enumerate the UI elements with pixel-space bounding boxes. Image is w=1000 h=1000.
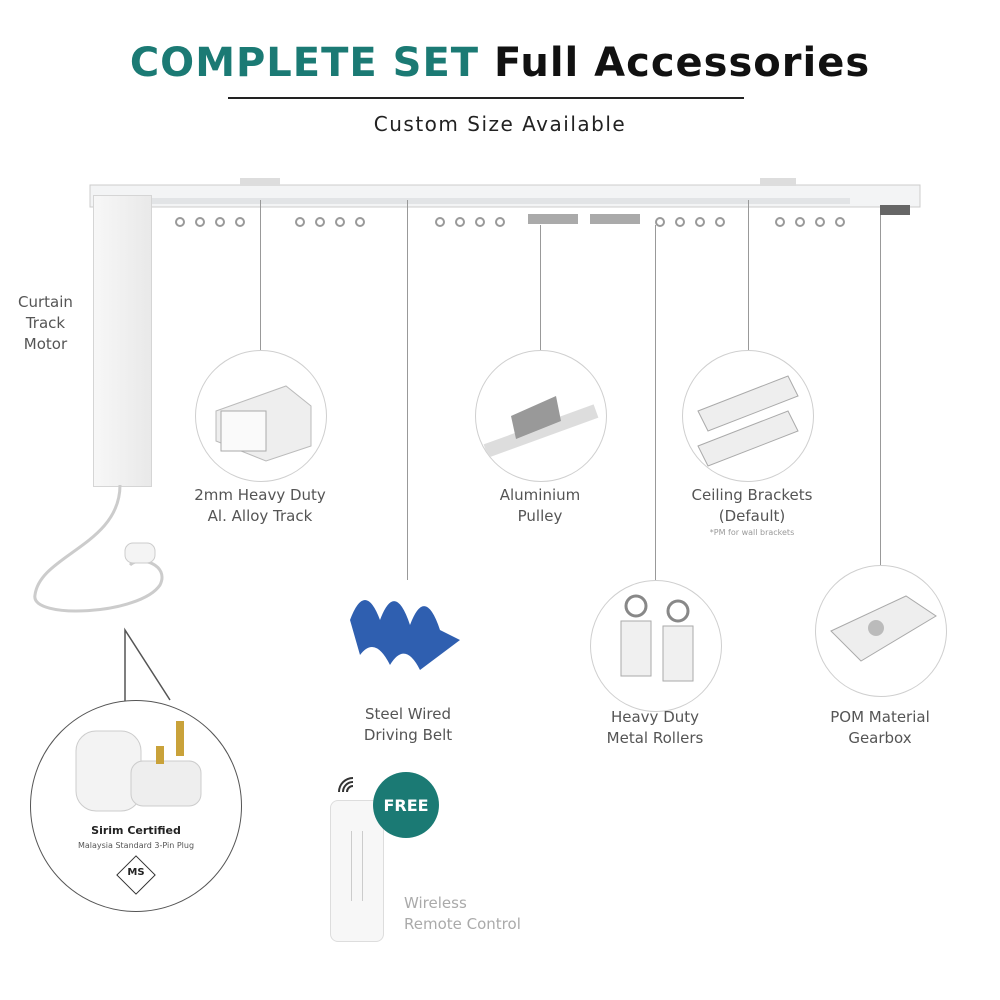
brackets-note: *PM for wall brackets bbox=[709, 528, 795, 537]
belt-image bbox=[340, 580, 470, 710]
connector-line bbox=[880, 215, 881, 565]
power-cord-illustration bbox=[33, 485, 164, 613]
page-title: COMPLETE SET Full Accessories bbox=[129, 40, 871, 86]
wireless-signal-icon bbox=[338, 777, 354, 793]
plug-callout: Sirim Certified Malaysia Standard 3-Pin … bbox=[30, 700, 242, 912]
title-underline bbox=[228, 97, 744, 99]
subtitle: Custom Size Available bbox=[373, 112, 627, 136]
free-badge: FREE bbox=[373, 772, 439, 838]
remote-image bbox=[330, 800, 384, 942]
connector-line bbox=[260, 200, 261, 350]
brackets-label: Ceiling Brackets(Default) bbox=[691, 486, 813, 525]
rollers-image bbox=[590, 580, 722, 712]
curtain-track-illustration bbox=[89, 178, 921, 227]
gearbox-image bbox=[815, 565, 947, 697]
connector-line bbox=[748, 200, 749, 350]
plug-image bbox=[75, 721, 202, 812]
motor-illustration bbox=[93, 195, 152, 487]
pulley-image bbox=[475, 350, 607, 482]
ceiling-brackets-image bbox=[682, 350, 814, 482]
track-image bbox=[195, 350, 327, 482]
connector-line bbox=[655, 225, 656, 580]
connector-line bbox=[407, 200, 408, 580]
plug-title: Sirim Certified bbox=[91, 824, 181, 837]
callout-pointer bbox=[124, 627, 171, 705]
connector-line bbox=[540, 225, 541, 350]
plug-caption: Malaysia Standard 3-Pin Plug bbox=[77, 841, 195, 850]
motor-label: Curtain Track Motor bbox=[18, 293, 73, 353]
